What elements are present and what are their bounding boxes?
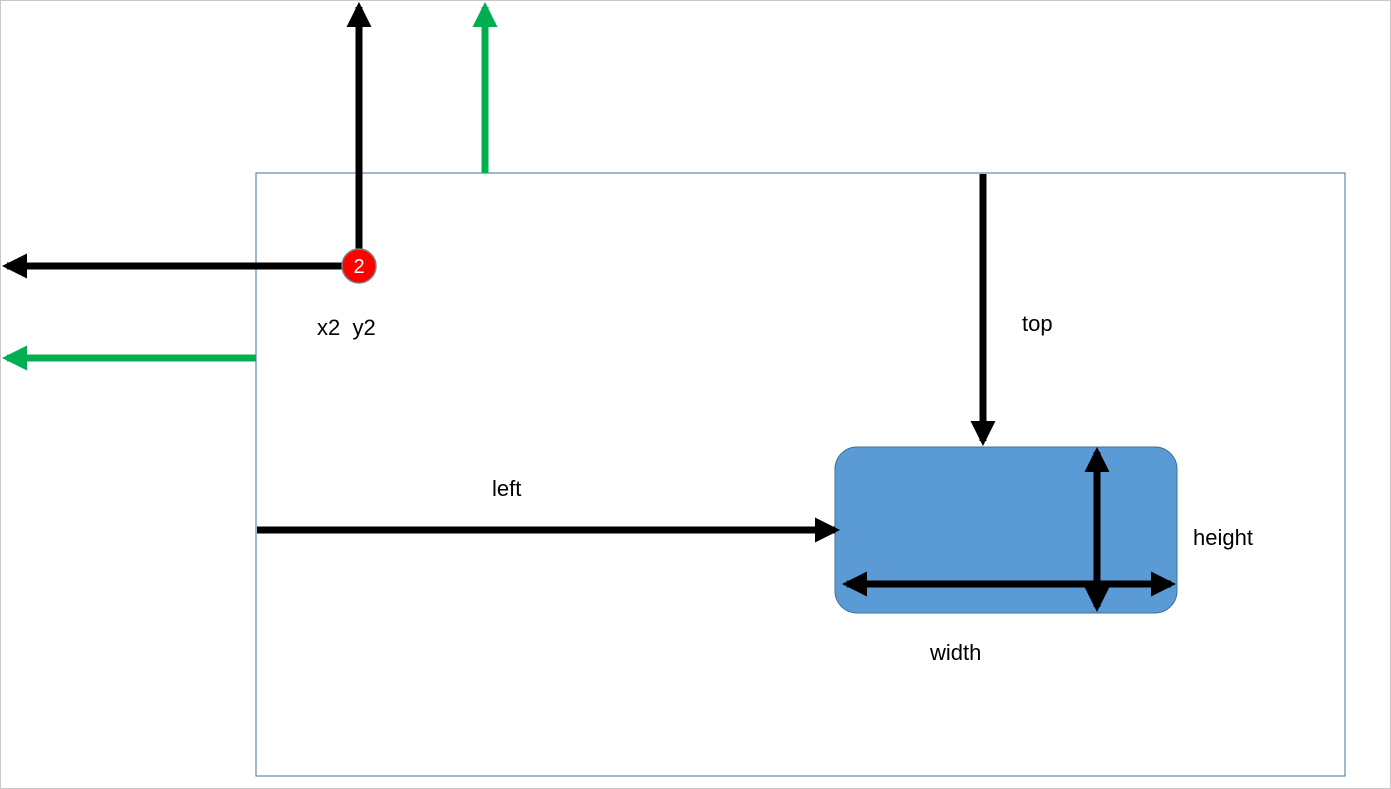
point-marker: 2 (341, 248, 377, 284)
coords-label: x2 y2 (317, 315, 376, 340)
left-label: left (492, 476, 521, 501)
container-frame (255, 172, 1346, 777)
element-box (834, 446, 1178, 614)
top-label: top (1022, 311, 1053, 336)
point-marker-label: 2 (353, 256, 364, 278)
height-label: height (1193, 525, 1253, 550)
width-label: width (929, 640, 981, 665)
point-marker-circle (341, 248, 377, 284)
